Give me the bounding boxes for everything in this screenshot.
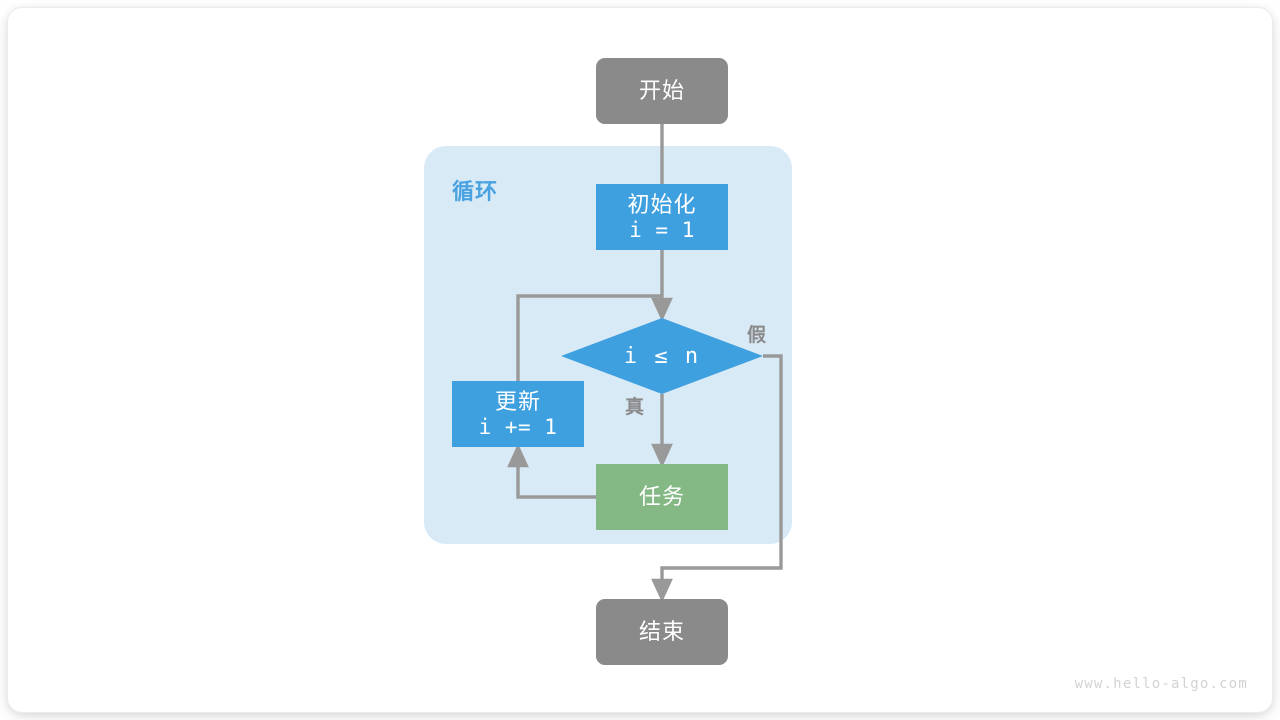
- node-update[interactable]: 更新 i += 1: [452, 381, 584, 447]
- node-decision[interactable]: i ≤ n: [561, 318, 763, 394]
- node-update-expression: i += 1: [478, 414, 558, 439]
- diagram-canvas: 循环 开始 初始化 i: [8, 8, 1272, 712]
- branch-label-true: 真: [625, 397, 646, 418]
- edge-update-to-decision: [516, 294, 662, 381]
- node-end[interactable]: 结束: [596, 599, 728, 665]
- node-start[interactable]: 开始: [596, 58, 728, 124]
- node-init-label: 初始化: [627, 191, 697, 217]
- branch-label-false: 假: [747, 325, 768, 346]
- watermark: www.hello-algo.com: [1074, 676, 1248, 692]
- node-update-label: 更新: [494, 388, 541, 414]
- node-end-label: 结束: [638, 619, 685, 645]
- loop-group-label: 循环: [452, 179, 499, 204]
- connector-layer: [507, 124, 783, 603]
- node-init-expression: i = 1: [629, 217, 695, 242]
- node-decision-label: i ≤ n: [623, 343, 701, 369]
- flowchart: 循环 开始 初始化 i: [8, 8, 1272, 712]
- node-init[interactable]: 初始化 i = 1: [596, 184, 728, 250]
- node-task[interactable]: 任务: [596, 464, 728, 530]
- node-start-label: 开始: [638, 78, 685, 104]
- edge-decision-to-end: [651, 354, 783, 603]
- node-task-label: 任务: [638, 484, 685, 510]
- edge-task-to-update: [507, 443, 596, 499]
